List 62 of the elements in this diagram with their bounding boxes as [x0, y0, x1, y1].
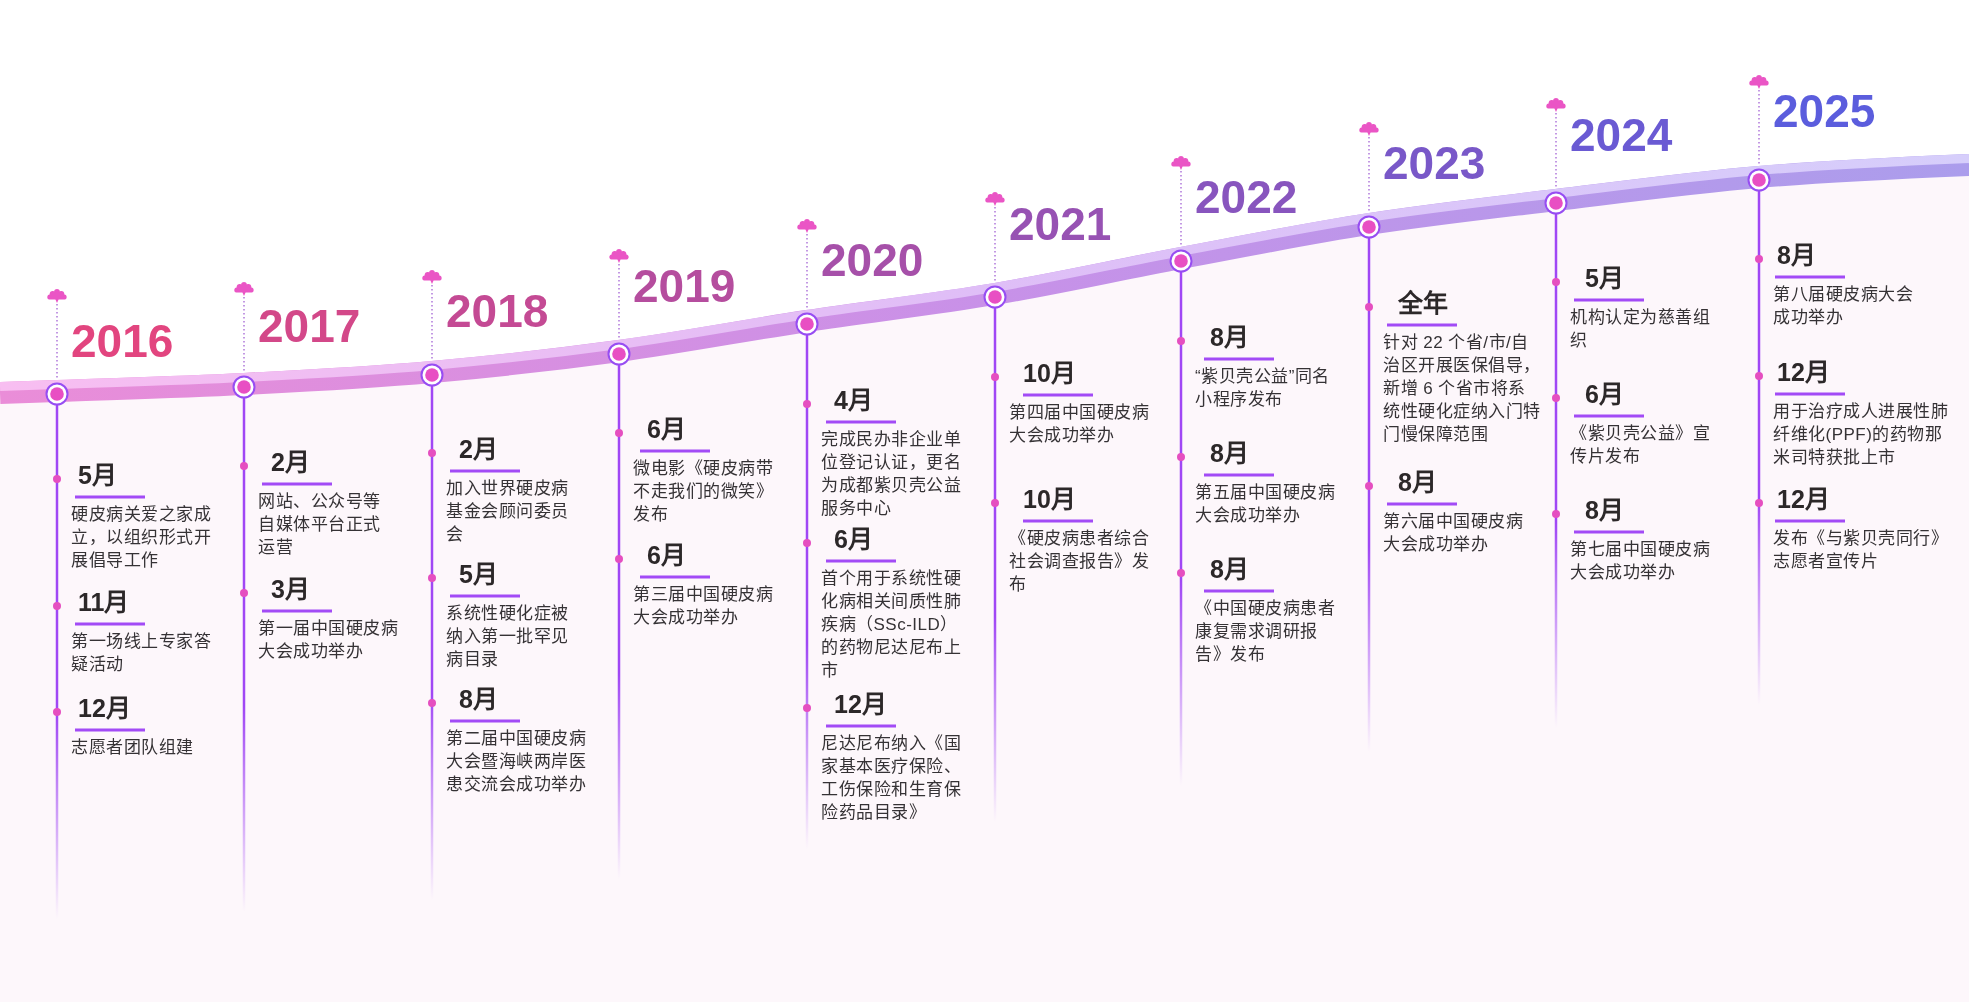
month-label: 6月 [1585, 382, 1624, 407]
month-label: 8月 [1398, 470, 1437, 495]
event-description: 用于治疗成人进展性肺纤维化(PPF)的药物那米司特获批上市 [1773, 401, 1949, 469]
event-description: 发布《与紫贝壳同行》志愿者宣传片 [1773, 528, 1949, 573]
event-description: 《中国硬皮病患者康复需求调研报告》发布 [1195, 598, 1336, 666]
event-description: 第三届中国硬皮病大会成功举办 [633, 584, 774, 629]
month-label: 6月 [834, 527, 873, 552]
year-label: 2016 [71, 318, 174, 364]
year-label: 2021 [1009, 201, 1112, 247]
month-label: 11月 [78, 590, 130, 615]
event-description: 第一届中国硬皮病大会成功举办 [258, 618, 399, 663]
month-label: 6月 [647, 417, 686, 442]
year-label: 2022 [1195, 174, 1298, 220]
year-label: 2018 [446, 288, 549, 334]
year-label: 2019 [633, 263, 736, 309]
event-description: 第二届中国硬皮病大会暨海峡两岸医患交流会成功举办 [446, 728, 587, 796]
event-description: “紫贝壳公益”同名小程序发布 [1195, 366, 1331, 411]
event-description: 《紫贝壳公益》宣传片发布 [1570, 423, 1711, 468]
event-description: 网站、公众号等自媒体平台正式运营 [258, 491, 382, 559]
year-label: 2017 [258, 303, 361, 349]
year-label: 2023 [1383, 140, 1486, 186]
month-label: 10月 [1023, 361, 1076, 386]
year-label: 2020 [821, 237, 924, 283]
month-label: 12月 [1777, 487, 1830, 512]
month-label: 10月 [1023, 487, 1076, 512]
month-label: 6月 [647, 543, 686, 568]
event-description: 微电影《硬皮病带不走我们的微笑》发布 [633, 458, 774, 526]
event-description: 《硬皮病患者综合社会调查报告》发布 [1009, 528, 1150, 596]
event-description: 硬皮病关爱之家成立，以组织形式开展倡导工作 [71, 504, 212, 572]
month-label: 5月 [459, 562, 498, 587]
month-label: 8月 [1585, 498, 1624, 523]
event-description: 加入世界硬皮病基金会顾问委员会 [446, 478, 570, 546]
event-description: 志愿者团队组建 [71, 737, 194, 759]
month-label: 3月 [271, 577, 310, 602]
month-label: 2月 [459, 437, 498, 462]
event-description: 第六届中国硬皮病大会成功举办 [1383, 511, 1524, 556]
year-label: 2024 [1570, 112, 1673, 158]
month-label: 12月 [78, 696, 131, 721]
event-description: 第一场线上专家答疑活动 [71, 631, 212, 676]
event-description: 完成民办非企业单位登记认证，更名为成都紫贝壳公益服务中心 [821, 429, 962, 520]
event-description: 系统性硬化症被纳入第一批罕见病目录 [446, 603, 570, 671]
month-label: 8月 [1777, 243, 1816, 268]
month-label: 8月 [459, 687, 498, 712]
month-label: 2月 [271, 450, 310, 475]
event-description: 针对 22 个省/市/自治区开展医保倡导，新增 6 个省市将系统性硬化症纳入门特门慢保障范围 [1383, 332, 1541, 446]
event-description: 第七届中国硬皮病大会成功举办 [1570, 539, 1711, 584]
month-label: 全年 [1398, 291, 1448, 316]
month-label: 4月 [834, 388, 873, 413]
month-label: 8月 [1210, 441, 1249, 466]
event-description: 第五届中国硬皮病大会成功举办 [1195, 482, 1336, 527]
month-label: 8月 [1210, 325, 1249, 350]
event-description: 机构认定为慈善组织 [1570, 307, 1711, 352]
event-description: 尼达尼布纳入《国家基本医疗保险、工伤保险和生育保险药品目录》 [821, 733, 962, 824]
month-label: 5月 [78, 463, 117, 488]
month-label: 5月 [1585, 266, 1624, 291]
event-description: 第四届中国硬皮病大会成功举办 [1009, 402, 1150, 447]
month-label: 12月 [1777, 360, 1830, 385]
month-label: 12月 [834, 692, 887, 717]
year-label: 2025 [1773, 88, 1876, 134]
month-label: 8月 [1210, 557, 1249, 582]
event-description: 第八届硬皮病大会成功举办 [1773, 284, 1914, 329]
event-description: 首个用于系统性硬化病相关间质性肺疾病（SSc-ILD）的药物尼达尼布上市 [821, 568, 962, 682]
